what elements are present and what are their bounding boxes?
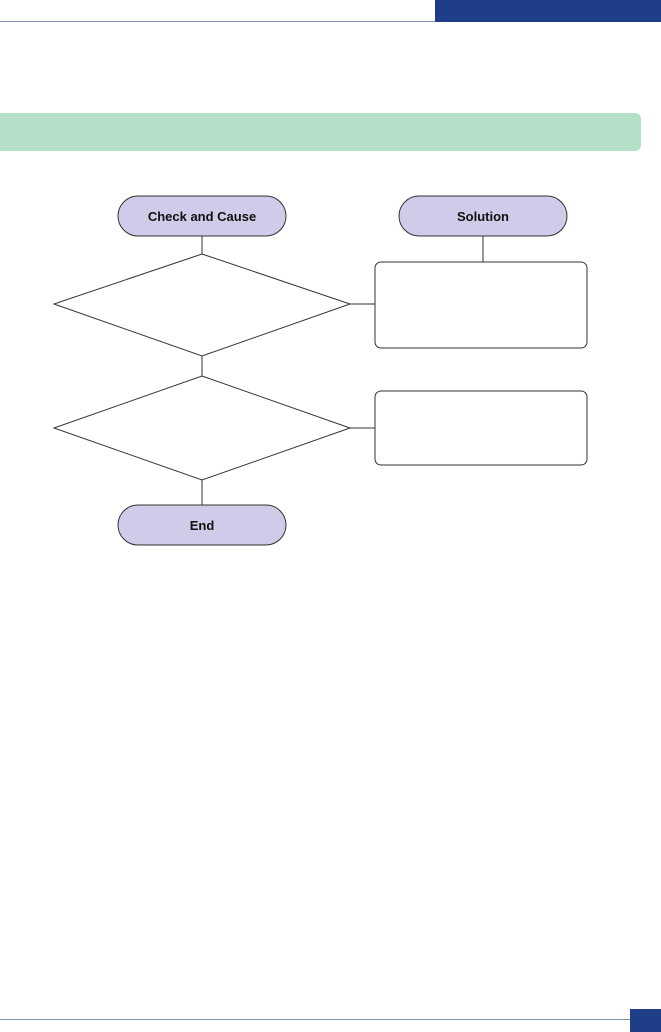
solution-box-1 [374, 261, 588, 349]
end-label: End [190, 518, 215, 533]
decision-diamond-1 [52, 253, 352, 357]
solution-header: Solution [398, 195, 568, 237]
solution-label: Solution [457, 209, 509, 224]
header-tab [435, 0, 661, 22]
end-terminal [117, 504, 287, 546]
header-rule [0, 21, 435, 22]
section-title-banner [0, 113, 641, 151]
check-and-cause-label: Check and Cause [148, 209, 256, 224]
page-number-tab [630, 1009, 661, 1032]
end-terminal-group: End [117, 504, 287, 546]
solution-box-2 [374, 390, 588, 466]
check-and-cause-header: Check and Cause [117, 195, 287, 237]
footer-rule [0, 1019, 630, 1020]
check-and-cause-terminal [117, 195, 287, 237]
solution-terminal [398, 195, 568, 237]
decision-diamond-2 [52, 375, 352, 481]
